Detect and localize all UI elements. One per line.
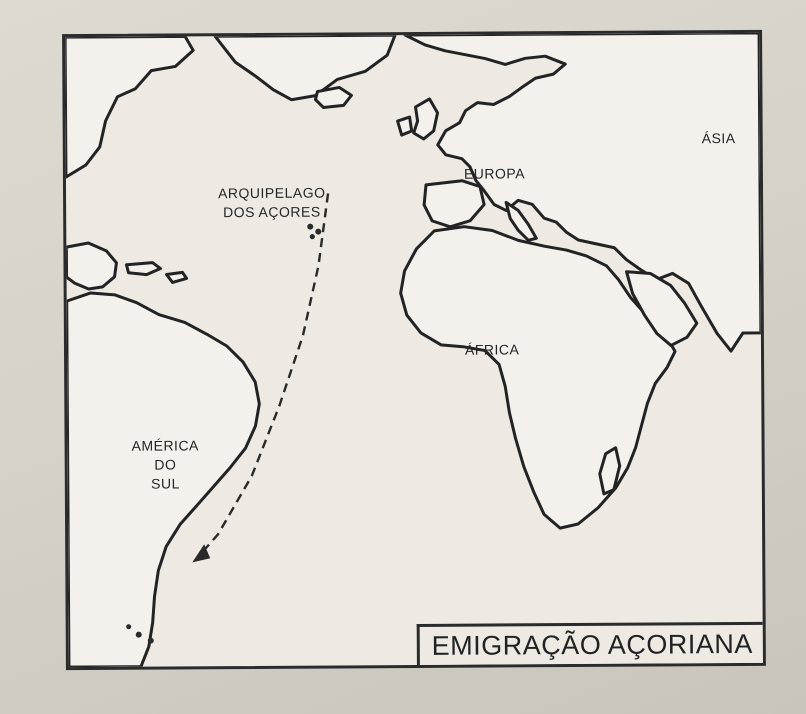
map-frame: ÁSIA EUROPA ARQUIPELAGO DOS AÇORES ÁFRIC…	[62, 29, 766, 671]
label-arquipelago: ARQUIPELAGO DOS AÇORES	[218, 184, 326, 223]
label-america-line3: SUL	[151, 475, 180, 492]
route-arrowhead	[192, 544, 211, 563]
label-europa: EUROPA	[463, 165, 526, 182]
southern-island-2	[147, 637, 154, 644]
azores-island-1	[307, 223, 314, 230]
emigration-route	[201, 193, 330, 554]
map-svg	[65, 32, 763, 668]
iberia-land	[422, 179, 486, 229]
southern-island-1	[135, 631, 142, 638]
caribbean-island-1	[124, 261, 162, 277]
caribbean-island-2	[165, 270, 189, 284]
north-america-land	[65, 34, 195, 179]
south-america-land	[65, 291, 261, 668]
southern-island-3	[126, 624, 132, 630]
azores-island-2	[315, 228, 322, 235]
azores-island-3	[309, 234, 315, 240]
italy-land	[504, 200, 538, 242]
iceland-land	[313, 85, 353, 110]
label-africa: ÁFRICA	[464, 341, 520, 358]
label-arquipelago-line2: DOS AÇORES	[223, 203, 321, 221]
british-isles-land	[412, 97, 440, 141]
central-america-land	[65, 241, 118, 291]
label-america-line2: DO	[154, 456, 177, 473]
map-title: EMIGRAÇÃO AÇORIANA	[416, 621, 763, 665]
greenland-land	[213, 33, 397, 102]
label-arquipelago-line1: ARQUIPELAGO	[217, 184, 326, 202]
arabia-land	[625, 270, 699, 347]
madagascar-land	[598, 446, 622, 496]
ireland-land	[396, 115, 414, 137]
label-america-do-sul: AMÉRICA DO SUL	[132, 436, 200, 493]
label-america-line1: AMÉRICA	[131, 437, 199, 454]
label-asia: ÁSIA	[701, 130, 736, 147]
